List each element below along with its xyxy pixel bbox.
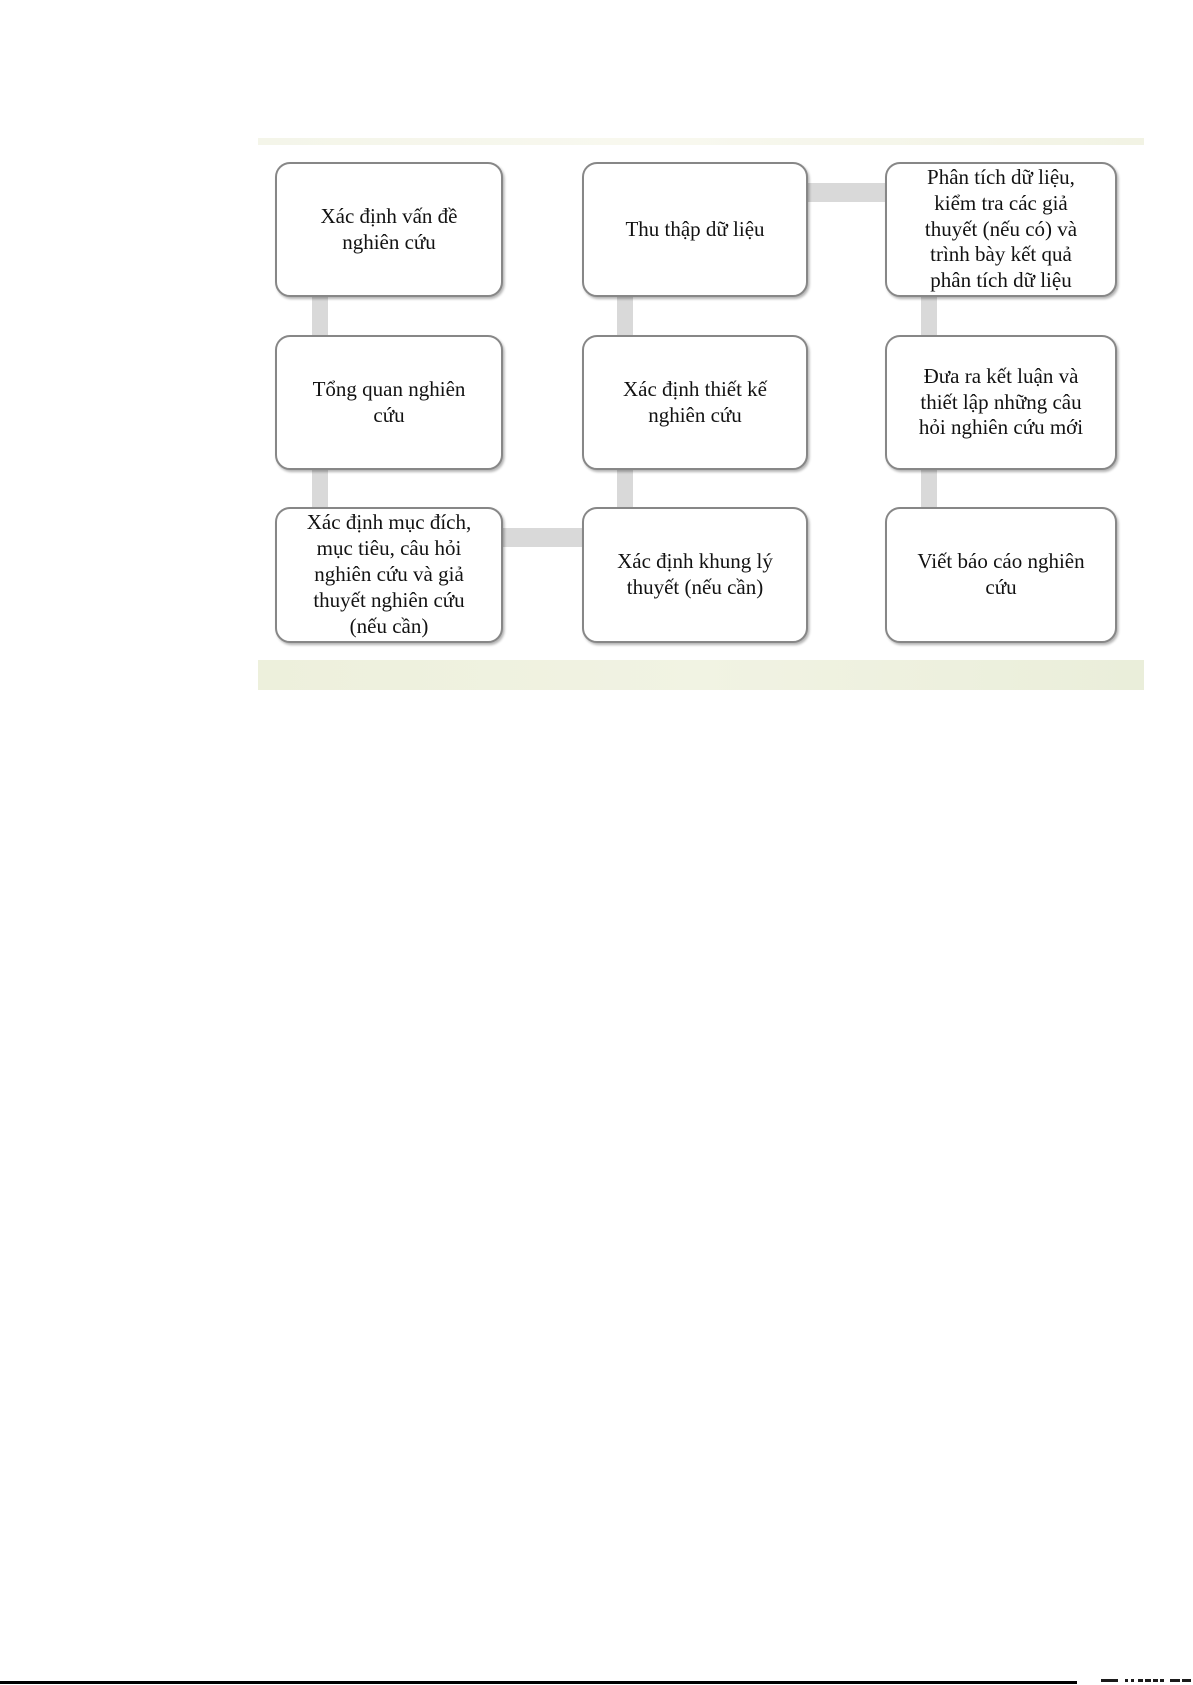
- connector-middle-row2-row3: [617, 463, 633, 515]
- box-viet-bao-cao: Viết báo cáo nghiên cứu: [885, 507, 1117, 643]
- connector-right-row1-row2: [921, 290, 937, 342]
- page-bottom-rule: [0, 1681, 1077, 1684]
- box-thiet-ke-nghien-cuu: Xác định thiết kế nghiên cứu: [582, 335, 808, 470]
- box-muc-dich-muc-tieu-cau-hoi: Xác định mục đích, mục tiêu, câu hỏi ngh…: [275, 507, 503, 643]
- box-tong-quan-nghien-cuu: Tổng quan nghiên cứu: [275, 335, 503, 470]
- diagram-top-bar: [258, 138, 1144, 145]
- connector-muc-dich-to-khung-ly-thuyet: [496, 528, 590, 547]
- connector-thu-thap-to-phan-tich: [800, 183, 892, 202]
- box-thu-thap-du-lieu: Thu thập dữ liệu: [582, 162, 808, 297]
- diagram-bottom-bar: [258, 660, 1144, 690]
- box-xac-dinh-van-de: Xác định vấn đề nghiên cứu: [275, 162, 503, 297]
- connector-left-row1-row2: [312, 290, 328, 342]
- box-phan-tich-du-lieu: Phân tích dữ liệu, kiểm tra các giả thuy…: [885, 162, 1117, 297]
- box-khung-ly-thuyet: Xác định khung lý thuyết (nếu cần): [582, 507, 808, 643]
- connector-middle-row1-row2: [617, 290, 633, 342]
- clipped-text-artifact: [1098, 1676, 1193, 1685]
- connector-left-row2-row3: [312, 463, 328, 515]
- connector-right-row2-row3: [921, 463, 937, 515]
- box-ket-luan-cau-hoi-moi: Đưa ra kết luận và thiết lập những câu h…: [885, 335, 1117, 470]
